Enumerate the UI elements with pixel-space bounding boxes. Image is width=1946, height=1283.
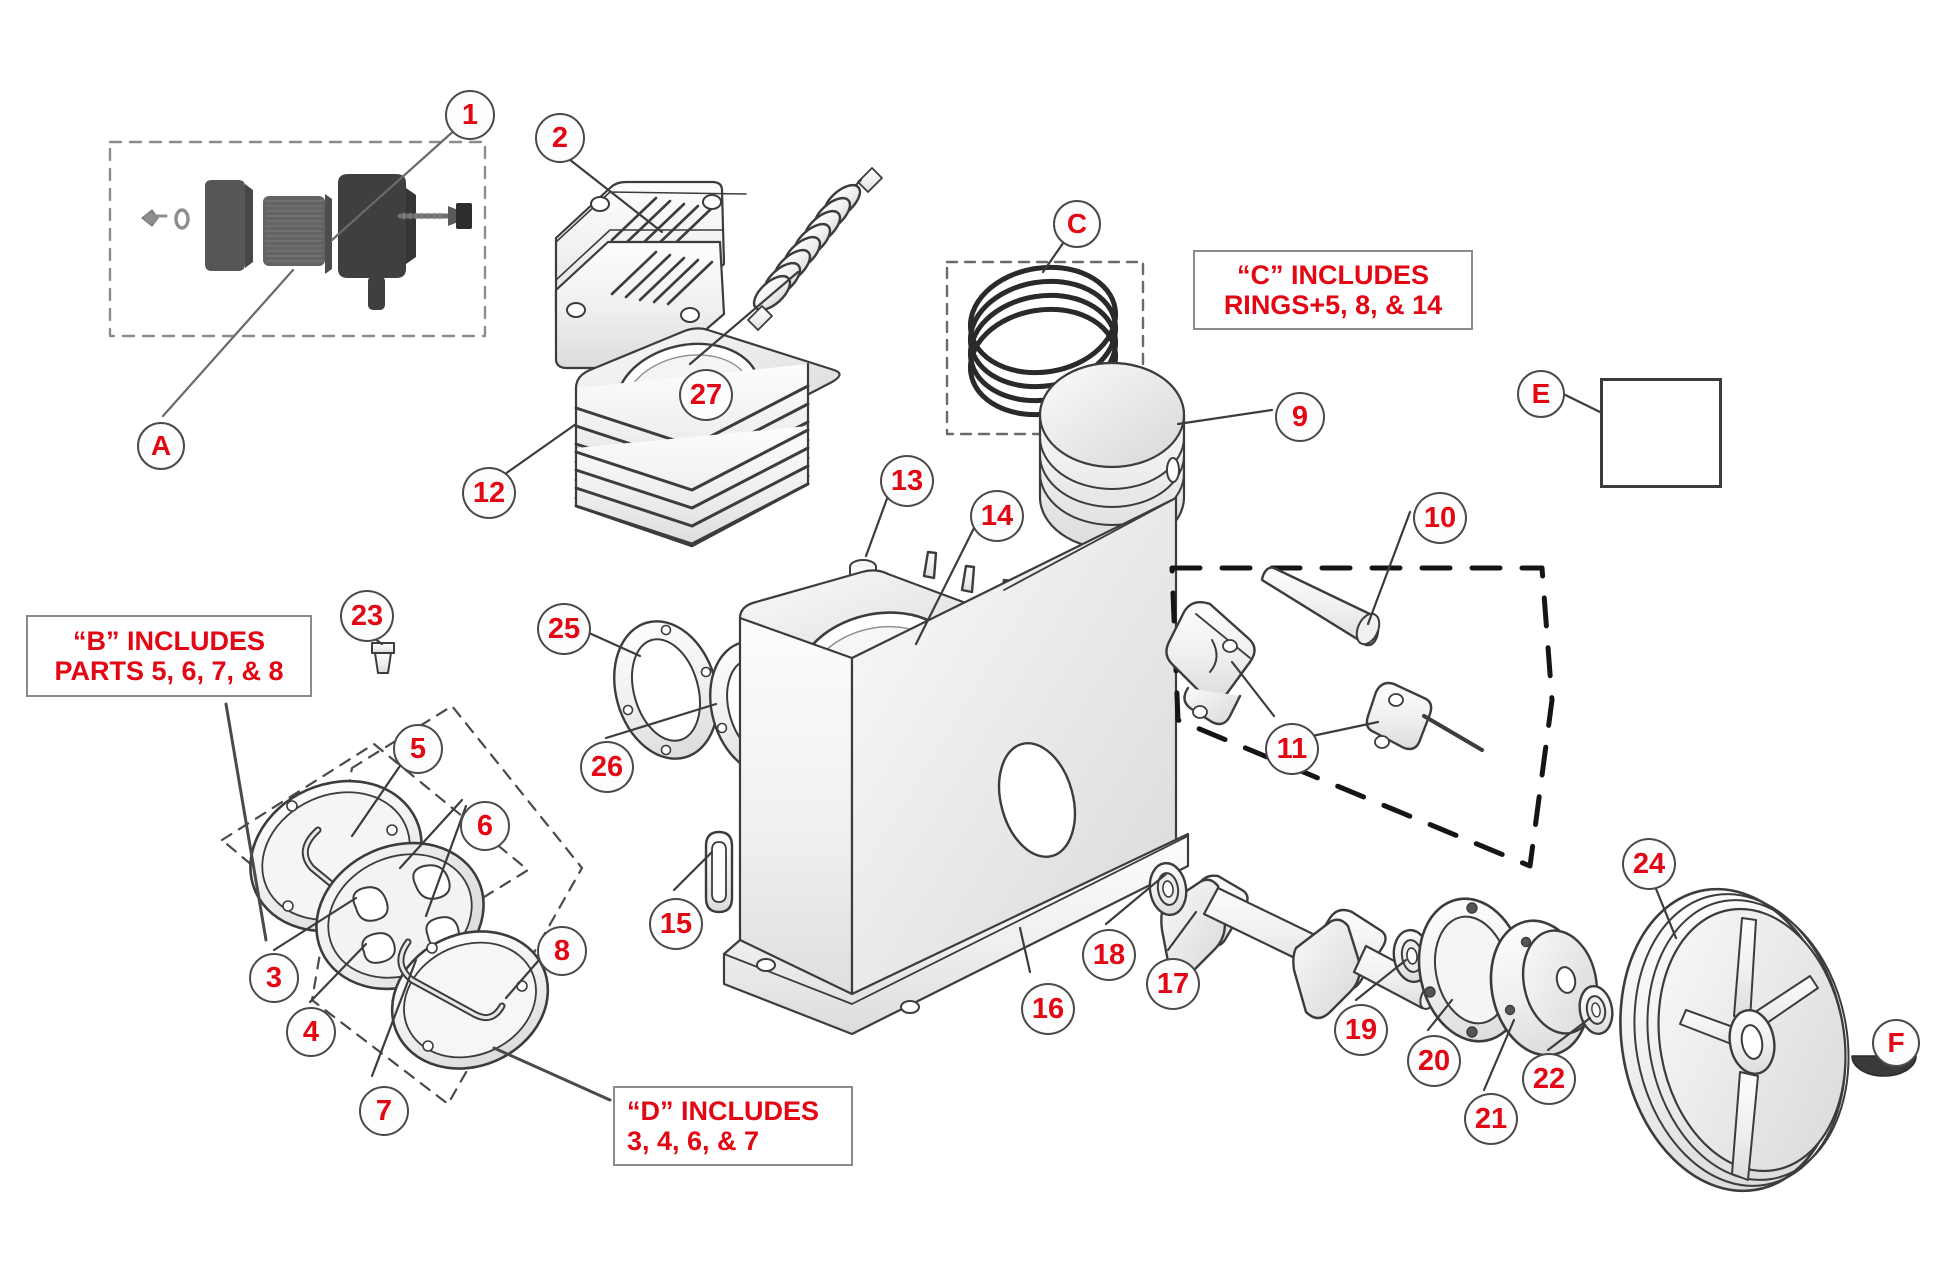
part-12-cylinder-block — [574, 327, 841, 548]
callout-number-21[interactable]: 21 — [1464, 1093, 1518, 1145]
note-box-d: “D” INCLUDES 3, 4, 6, & 7 — [613, 1086, 853, 1166]
callout-number-20[interactable]: 20 — [1407, 1035, 1461, 1087]
callout-number-22[interactable]: 22 — [1522, 1053, 1576, 1105]
part-15-sight-glass — [704, 830, 734, 914]
callout-number-3[interactable]: 3 — [249, 953, 299, 1003]
callout-number-13[interactable]: 13 — [880, 455, 934, 507]
callout-number-16[interactable]: 16 — [1021, 983, 1075, 1035]
callout-letter-c[interactable]: C — [1053, 200, 1101, 248]
callout-number-9[interactable]: 9 — [1275, 392, 1325, 442]
part-9-piston — [1038, 361, 1186, 551]
callout-number-25[interactable]: 25 — [537, 603, 591, 655]
callout-number-2[interactable]: 2 — [535, 113, 585, 163]
callout-number-19[interactable]: 19 — [1334, 1004, 1388, 1056]
callout-number-26[interactable]: 26 — [580, 741, 634, 793]
callout-letter-a[interactable]: A — [137, 422, 185, 470]
callout-number-8[interactable]: 8 — [537, 926, 587, 976]
part-21-bearing-carrier — [1489, 919, 1599, 1057]
group-b-valve-plate-assembly — [220, 704, 584, 1106]
part-23-drain-plug — [371, 642, 395, 674]
note-d-line2: 3, 4, 6, & 7 — [627, 1126, 760, 1156]
part-27-spring — [747, 167, 883, 331]
note-box-c: “C” INCLUDES RINGS+5, 8, & 14 — [1193, 250, 1473, 330]
callout-number-15[interactable]: 15 — [649, 898, 703, 950]
callout-number-1[interactable]: 1 — [445, 90, 495, 140]
callout-number-27[interactable]: 27 — [679, 369, 733, 421]
note-b-line2: PARTS 5, 6, 7, & 8 — [54, 656, 284, 686]
callout-number-24[interactable]: 24 — [1622, 838, 1676, 890]
part-18-bearing — [1148, 861, 1188, 917]
callout-number-17[interactable]: 17 — [1146, 958, 1200, 1010]
part-24-flywheel — [1619, 887, 1850, 1193]
detail-panel-e — [1600, 378, 1722, 488]
callout-number-5[interactable]: 5 — [393, 724, 443, 774]
callout-letter-f[interactable]: F — [1872, 1019, 1920, 1067]
callout-number-10[interactable]: 10 — [1413, 492, 1467, 544]
callout-letter-e[interactable]: E — [1517, 370, 1565, 418]
callout-number-11[interactable]: 11 — [1265, 723, 1319, 775]
callout-number-6[interactable]: 6 — [460, 801, 510, 851]
group-a-air-filter — [108, 140, 487, 338]
note-d-line1: “D” INCLUDES — [627, 1095, 820, 1126]
note-box-b: “B” INCLUDES PARTS 5, 6, 7, & 8 — [26, 615, 312, 697]
note-c-line2: RINGS+5, 8, & 14 — [1223, 290, 1443, 320]
part-22-seal-washer — [1578, 985, 1614, 1035]
callout-number-7[interactable]: 7 — [359, 1086, 409, 1136]
callout-number-12[interactable]: 12 — [462, 467, 516, 519]
part-16-crankcase — [722, 496, 1190, 1036]
note-c-line1: “C” INCLUDES — [1236, 259, 1429, 290]
callout-number-4[interactable]: 4 — [286, 1007, 336, 1057]
note-b-line1: “B” INCLUDES — [72, 625, 265, 656]
callout-number-14[interactable]: 14 — [970, 490, 1024, 542]
callout-number-23[interactable]: 23 — [340, 590, 394, 642]
group-connecting-rod — [1165, 565, 1555, 869]
callout-number-18[interactable]: 18 — [1082, 929, 1136, 981]
